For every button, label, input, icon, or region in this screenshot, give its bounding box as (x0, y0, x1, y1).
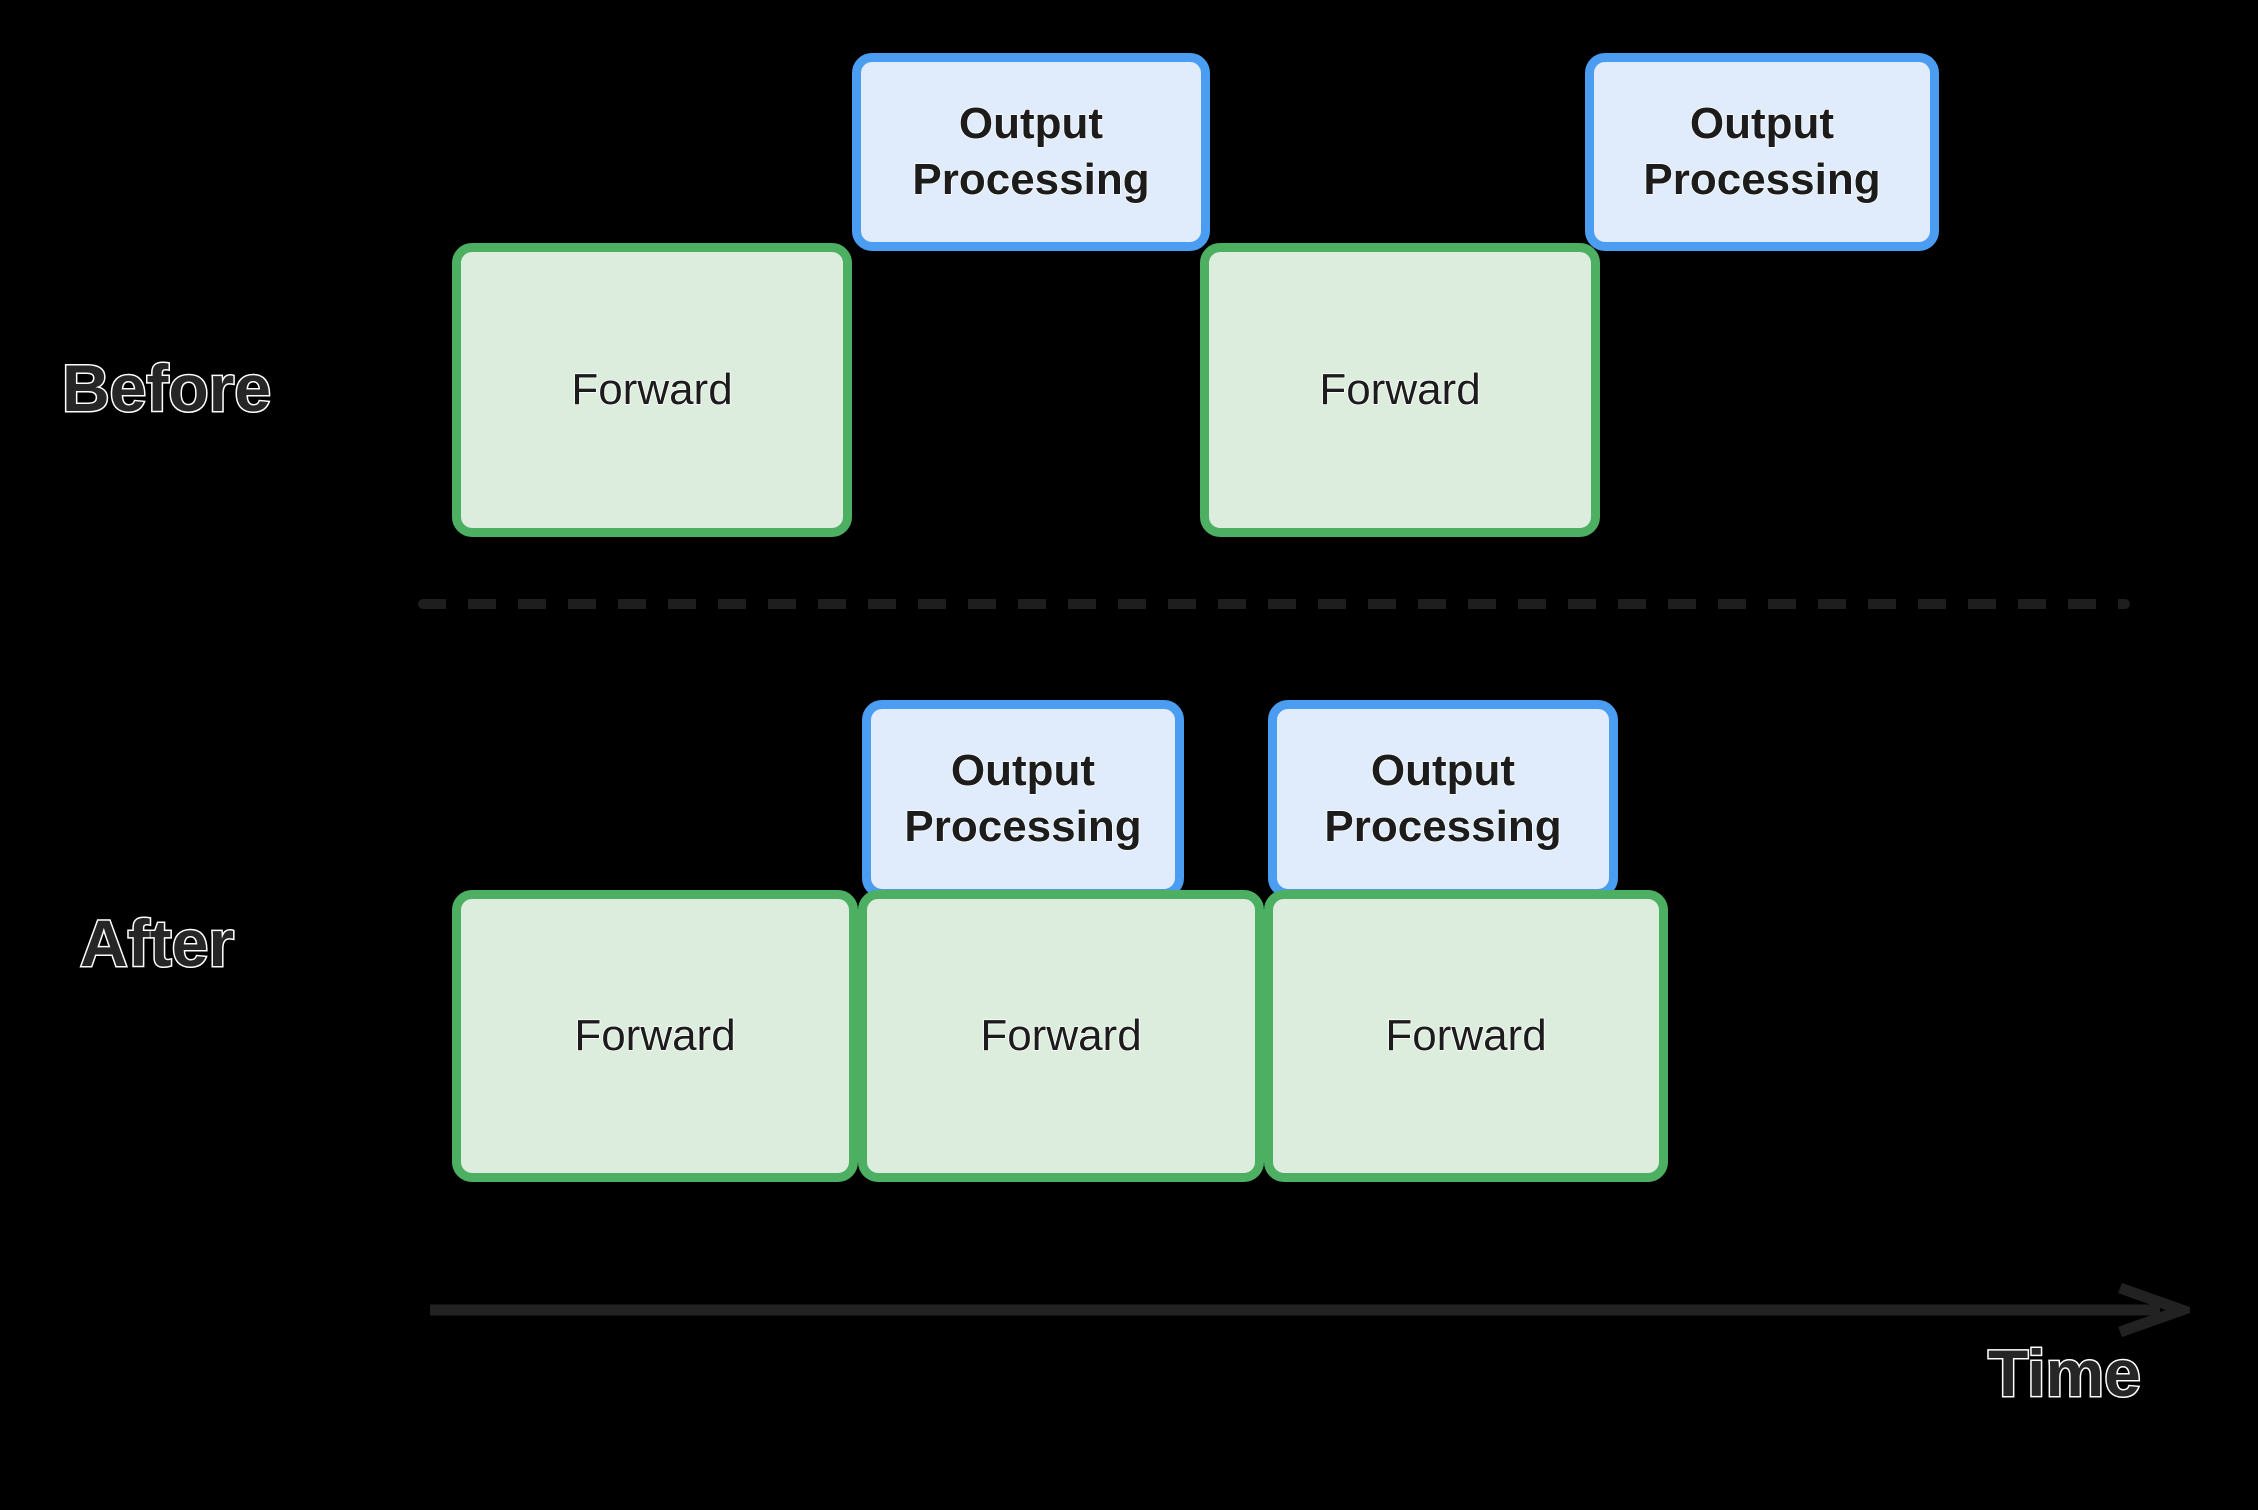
output-label-line2: Processing (912, 154, 1151, 205)
output-label-line2: Processing (1643, 154, 1882, 205)
output-label-line1: Output (1370, 745, 1516, 796)
time-axis-arrowhead-icon (2118, 1282, 2190, 1338)
output-label-line1: Output (1689, 98, 1835, 149)
output-label-line1: Output (958, 98, 1104, 149)
output-label-line2: Processing (1324, 801, 1563, 852)
row-label-after: After (78, 906, 235, 980)
before-forward-block-1: Forward (452, 243, 852, 537)
after-forward-block-1-label: Forward (574, 1010, 737, 1060)
after-forward-block-2: Forward (858, 890, 1264, 1182)
after-forward-block-3-label: Forward (1385, 1010, 1548, 1060)
row-label-before: Before (60, 351, 272, 425)
time-axis-arrow (430, 1282, 2190, 1338)
section-divider (418, 599, 2130, 609)
output-label-line2: Processing (904, 801, 1143, 852)
before-forward-block-2: Forward (1200, 243, 1600, 537)
after-forward-block-2-label: Forward (980, 1010, 1143, 1060)
output-label-line1: Output (950, 745, 1096, 796)
time-axis-label: Time (1987, 1336, 2143, 1410)
before-forward-block-1-label: Forward (571, 364, 734, 414)
after-forward-block-3: Forward (1264, 890, 1668, 1182)
before-forward-block-2-label: Forward (1319, 364, 1482, 414)
after-forward-block-1: Forward (452, 890, 858, 1182)
